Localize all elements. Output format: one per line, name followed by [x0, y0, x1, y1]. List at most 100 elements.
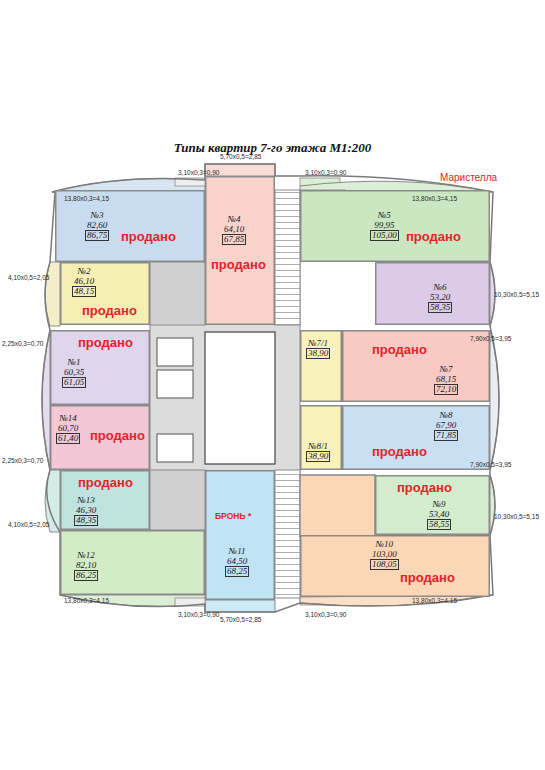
unit-info: №953,4058,55	[427, 499, 451, 530]
dimension-label: 2,25х0,3=0,70	[2, 458, 43, 465]
apartment-number: №5	[378, 210, 391, 220]
apartment-unit: №160,3561,05продано	[50, 330, 150, 405]
dimension-label: 10,30х0,5=5,15	[494, 514, 539, 521]
apartment-unit: №1346,3048,35 продано	[60, 470, 150, 530]
dimension-label: 5,70х0,5=2,85	[220, 154, 261, 161]
area-value: 72,10	[434, 384, 458, 395]
unit-info: №246,1048,15	[72, 266, 96, 297]
sale-status: продано	[372, 343, 427, 356]
apartment-number: №8	[440, 410, 453, 420]
unit-info: №1346,3048,35	[74, 495, 98, 526]
building-outline	[42, 164, 499, 612]
area-value: 38,90	[306, 451, 330, 462]
apartment-number: №13	[77, 495, 95, 505]
area-value: 61,05	[62, 377, 86, 388]
elevator	[157, 370, 193, 398]
apartment-unit: №599,95105,00 продано	[300, 190, 490, 262]
area-value: 108,05	[370, 559, 399, 570]
dimension-label: 4,10х0,5=2,05	[8, 275, 49, 282]
dimension-label: 13,80х0,3=4,15	[64, 196, 109, 203]
dimension-label: 3,10х0,3=0,90	[305, 170, 346, 177]
area-value: 86,75	[85, 230, 109, 241]
hall	[150, 470, 205, 530]
hall	[150, 262, 205, 325]
apartment-unit: №653,2058,35	[375, 262, 490, 325]
apartment-number: №2	[78, 266, 91, 276]
area-value: 82,60	[87, 220, 107, 230]
apartment-unit: №464,1067,85 продано	[205, 176, 275, 325]
apartment-unit: №7/138,90	[300, 330, 342, 402]
area-value: 71,85	[434, 430, 458, 441]
area-value: 48,15	[72, 286, 96, 297]
unit-info: №7/138,90	[306, 338, 330, 359]
area-value: 58,35	[428, 302, 452, 313]
apartment-unit: №8/138,90	[300, 405, 342, 470]
sale-status: продано	[400, 571, 455, 584]
apartment-number: №12	[77, 550, 95, 560]
area-value: 82,10	[76, 560, 96, 570]
sale-status: продано	[78, 476, 133, 489]
area-value: 48,35	[74, 515, 98, 526]
area-value: 64,10	[224, 224, 244, 234]
dimension-label: 7,90х0,5=3,95	[470, 462, 511, 469]
area-value: 53,20	[430, 292, 450, 302]
unit-info: №1164,5068,25	[225, 546, 249, 577]
area-value: 105,00	[370, 230, 399, 241]
dimension-label: 13,80х0,3=4,15	[412, 598, 457, 605]
sale-status: продано	[397, 481, 452, 494]
area-value: 68,25	[225, 566, 249, 577]
unit-info: №653,2058,35	[428, 282, 452, 313]
area-value: 67,90	[436, 420, 456, 430]
sale-status: продано	[372, 445, 427, 458]
apartment-number: №11	[229, 546, 246, 556]
unit-info: №8/138,90	[306, 441, 330, 462]
unit-info: №10103,00108,05	[370, 539, 399, 570]
unit-info: №464,1067,85	[222, 214, 246, 245]
sale-status: БРОНЬ *	[215, 512, 251, 521]
stairs	[275, 470, 300, 598]
apartment-number: №3	[91, 210, 104, 220]
sale-status: продано	[82, 304, 137, 317]
area-value: 46,10	[74, 276, 94, 286]
apartment-number: №4	[228, 214, 241, 224]
area-value: 67,85	[222, 234, 246, 245]
area-value: 99,95	[374, 220, 394, 230]
dimension-label: 3,10х0,3=0,90	[305, 612, 346, 619]
dimension-label: 10,30х0,5=5,15	[494, 292, 539, 299]
dimension-label: 7,90х0,5=3,95	[470, 336, 511, 343]
apartment-number: №7/1	[308, 338, 328, 348]
apartment-unit: №246,1048,15 продано	[60, 262, 150, 325]
area-value: 103,00	[372, 549, 397, 559]
unit-info: №768,1572,10	[434, 364, 458, 395]
apartment-unit: №768,1572,10 продано	[342, 330, 490, 402]
area-value: 53,40	[429, 509, 449, 519]
sale-status: продано	[406, 230, 461, 243]
unit-info: №599,95105,00	[370, 210, 399, 241]
dimension-label: 3,10х0,3=0,90	[178, 170, 219, 177]
area-value: 86,25	[74, 570, 98, 581]
apartment-unit: №1164,5068,25 БРОНЬ *	[205, 470, 275, 600]
area-value: 68,15	[436, 374, 456, 384]
unit-info: №1460,7061,40	[56, 413, 80, 444]
area-value: 58,55	[427, 519, 451, 530]
sale-status: продано	[211, 258, 266, 271]
area-value: 60,35	[64, 367, 84, 377]
dimension-label: 4,10х0,5=2,05	[8, 522, 49, 529]
apartment-unit: №1282,1086,25	[60, 530, 205, 595]
sale-status: продано	[121, 230, 176, 243]
sale-status: продано	[78, 336, 133, 349]
stairs	[275, 190, 300, 325]
unit-info: №1282,1086,25	[74, 550, 98, 581]
area-value: 60,70	[58, 423, 78, 433]
apartment-number: №14	[59, 413, 77, 423]
apartment-number: №6	[434, 282, 447, 292]
dimension-label: 5,70х0,5=2,85	[220, 617, 261, 624]
apartment-unit: №10103,00108,05продано	[300, 535, 490, 597]
sale-status: продано	[90, 429, 145, 442]
apartment-unit: №1460,7061,40 продано	[50, 405, 150, 470]
unit-info: №382,6086,75	[85, 210, 109, 241]
balcony	[205, 600, 275, 612]
apartment-number: №8/1	[308, 441, 328, 451]
area-value: 46,30	[76, 505, 96, 515]
area-value: 61,40	[56, 433, 80, 444]
